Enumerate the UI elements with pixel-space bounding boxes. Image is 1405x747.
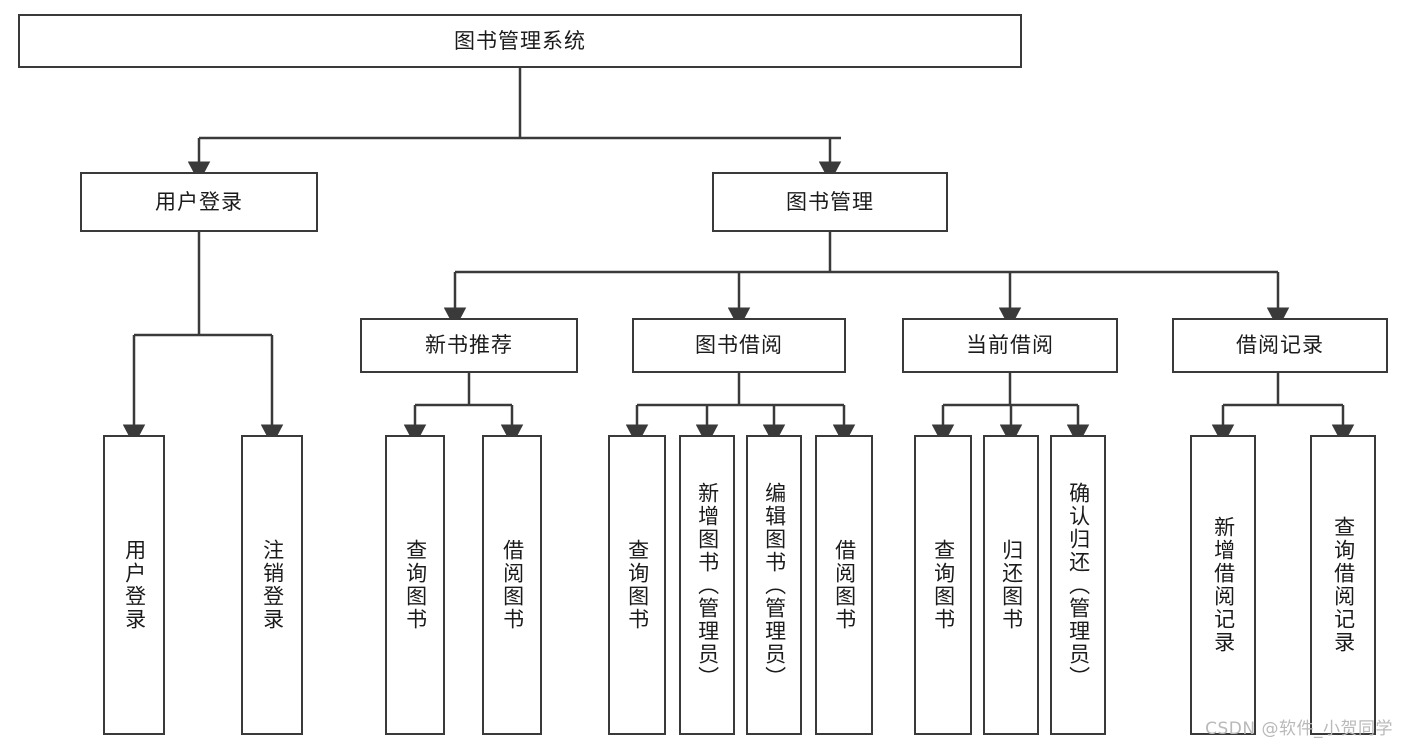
leaf-record-query-label: 查询借阅记录 [1331,516,1356,654]
leaf-borrow-query-book[interactable]: 查询图书 [608,435,666,735]
leaf-record-add-label: 新增借阅记录 [1211,516,1236,654]
leaf-current-return-book[interactable]: 归还图书 [983,435,1039,735]
node-book-borrow[interactable]: 图书借阅 [632,318,846,373]
node-book-management-label: 图书管理 [786,189,874,214]
leaf-current-query-book-label: 查询图书 [931,539,956,631]
leaf-user-login-label: 用户登录 [122,539,147,631]
node-book-management[interactable]: 图书管理 [712,172,948,232]
watermark: CSDN @软件_小贺同学 [1205,719,1393,739]
node-user-login-label: 用户登录 [155,189,243,214]
leaf-borrow-lend-book[interactable]: 借阅图书 [815,435,873,735]
leaf-borrow-add-book-label: 新增图书（管理员） [695,481,720,689]
leaf-record-query[interactable]: 查询借阅记录 [1310,435,1376,735]
leaf-record-add[interactable]: 新增借阅记录 [1190,435,1256,735]
leaf-new-book-borrow[interactable]: 借阅图书 [482,435,542,735]
leaf-current-confirm-return[interactable]: 确认归还（管理员） [1050,435,1106,735]
node-current-borrow-label: 当前借阅 [966,333,1054,358]
node-borrow-record[interactable]: 借阅记录 [1172,318,1388,373]
leaf-new-book-borrow-label: 借阅图书 [500,539,525,631]
leaf-user-login[interactable]: 用户登录 [103,435,165,735]
leaf-new-book-query-label: 查询图书 [403,539,428,631]
node-new-book-recommend-label: 新书推荐 [425,333,513,358]
leaf-borrow-lend-book-label: 借阅图书 [832,539,857,631]
leaf-borrow-add-book[interactable]: 新增图书（管理员） [679,435,735,735]
node-root-label: 图书管理系统 [454,28,586,53]
node-user-login[interactable]: 用户登录 [80,172,318,232]
node-root[interactable]: 图书管理系统 [18,14,1022,68]
leaf-current-return-book-label: 归还图书 [999,539,1024,631]
node-current-borrow[interactable]: 当前借阅 [902,318,1118,373]
leaf-current-query-book[interactable]: 查询图书 [914,435,972,735]
node-book-borrow-label: 图书借阅 [695,333,783,358]
leaf-new-book-query[interactable]: 查询图书 [385,435,445,735]
leaf-current-confirm-return-label: 确认归还（管理员） [1066,481,1091,689]
leaf-user-logout[interactable]: 注销登录 [241,435,303,735]
leaf-borrow-query-book-label: 查询图书 [625,539,650,631]
leaf-borrow-edit-book-label: 编辑图书（管理员） [762,481,787,689]
leaf-borrow-edit-book[interactable]: 编辑图书（管理员） [746,435,802,735]
node-borrow-record-label: 借阅记录 [1236,333,1324,358]
leaf-user-logout-label: 注销登录 [260,539,285,631]
node-new-book-recommend[interactable]: 新书推荐 [360,318,578,373]
